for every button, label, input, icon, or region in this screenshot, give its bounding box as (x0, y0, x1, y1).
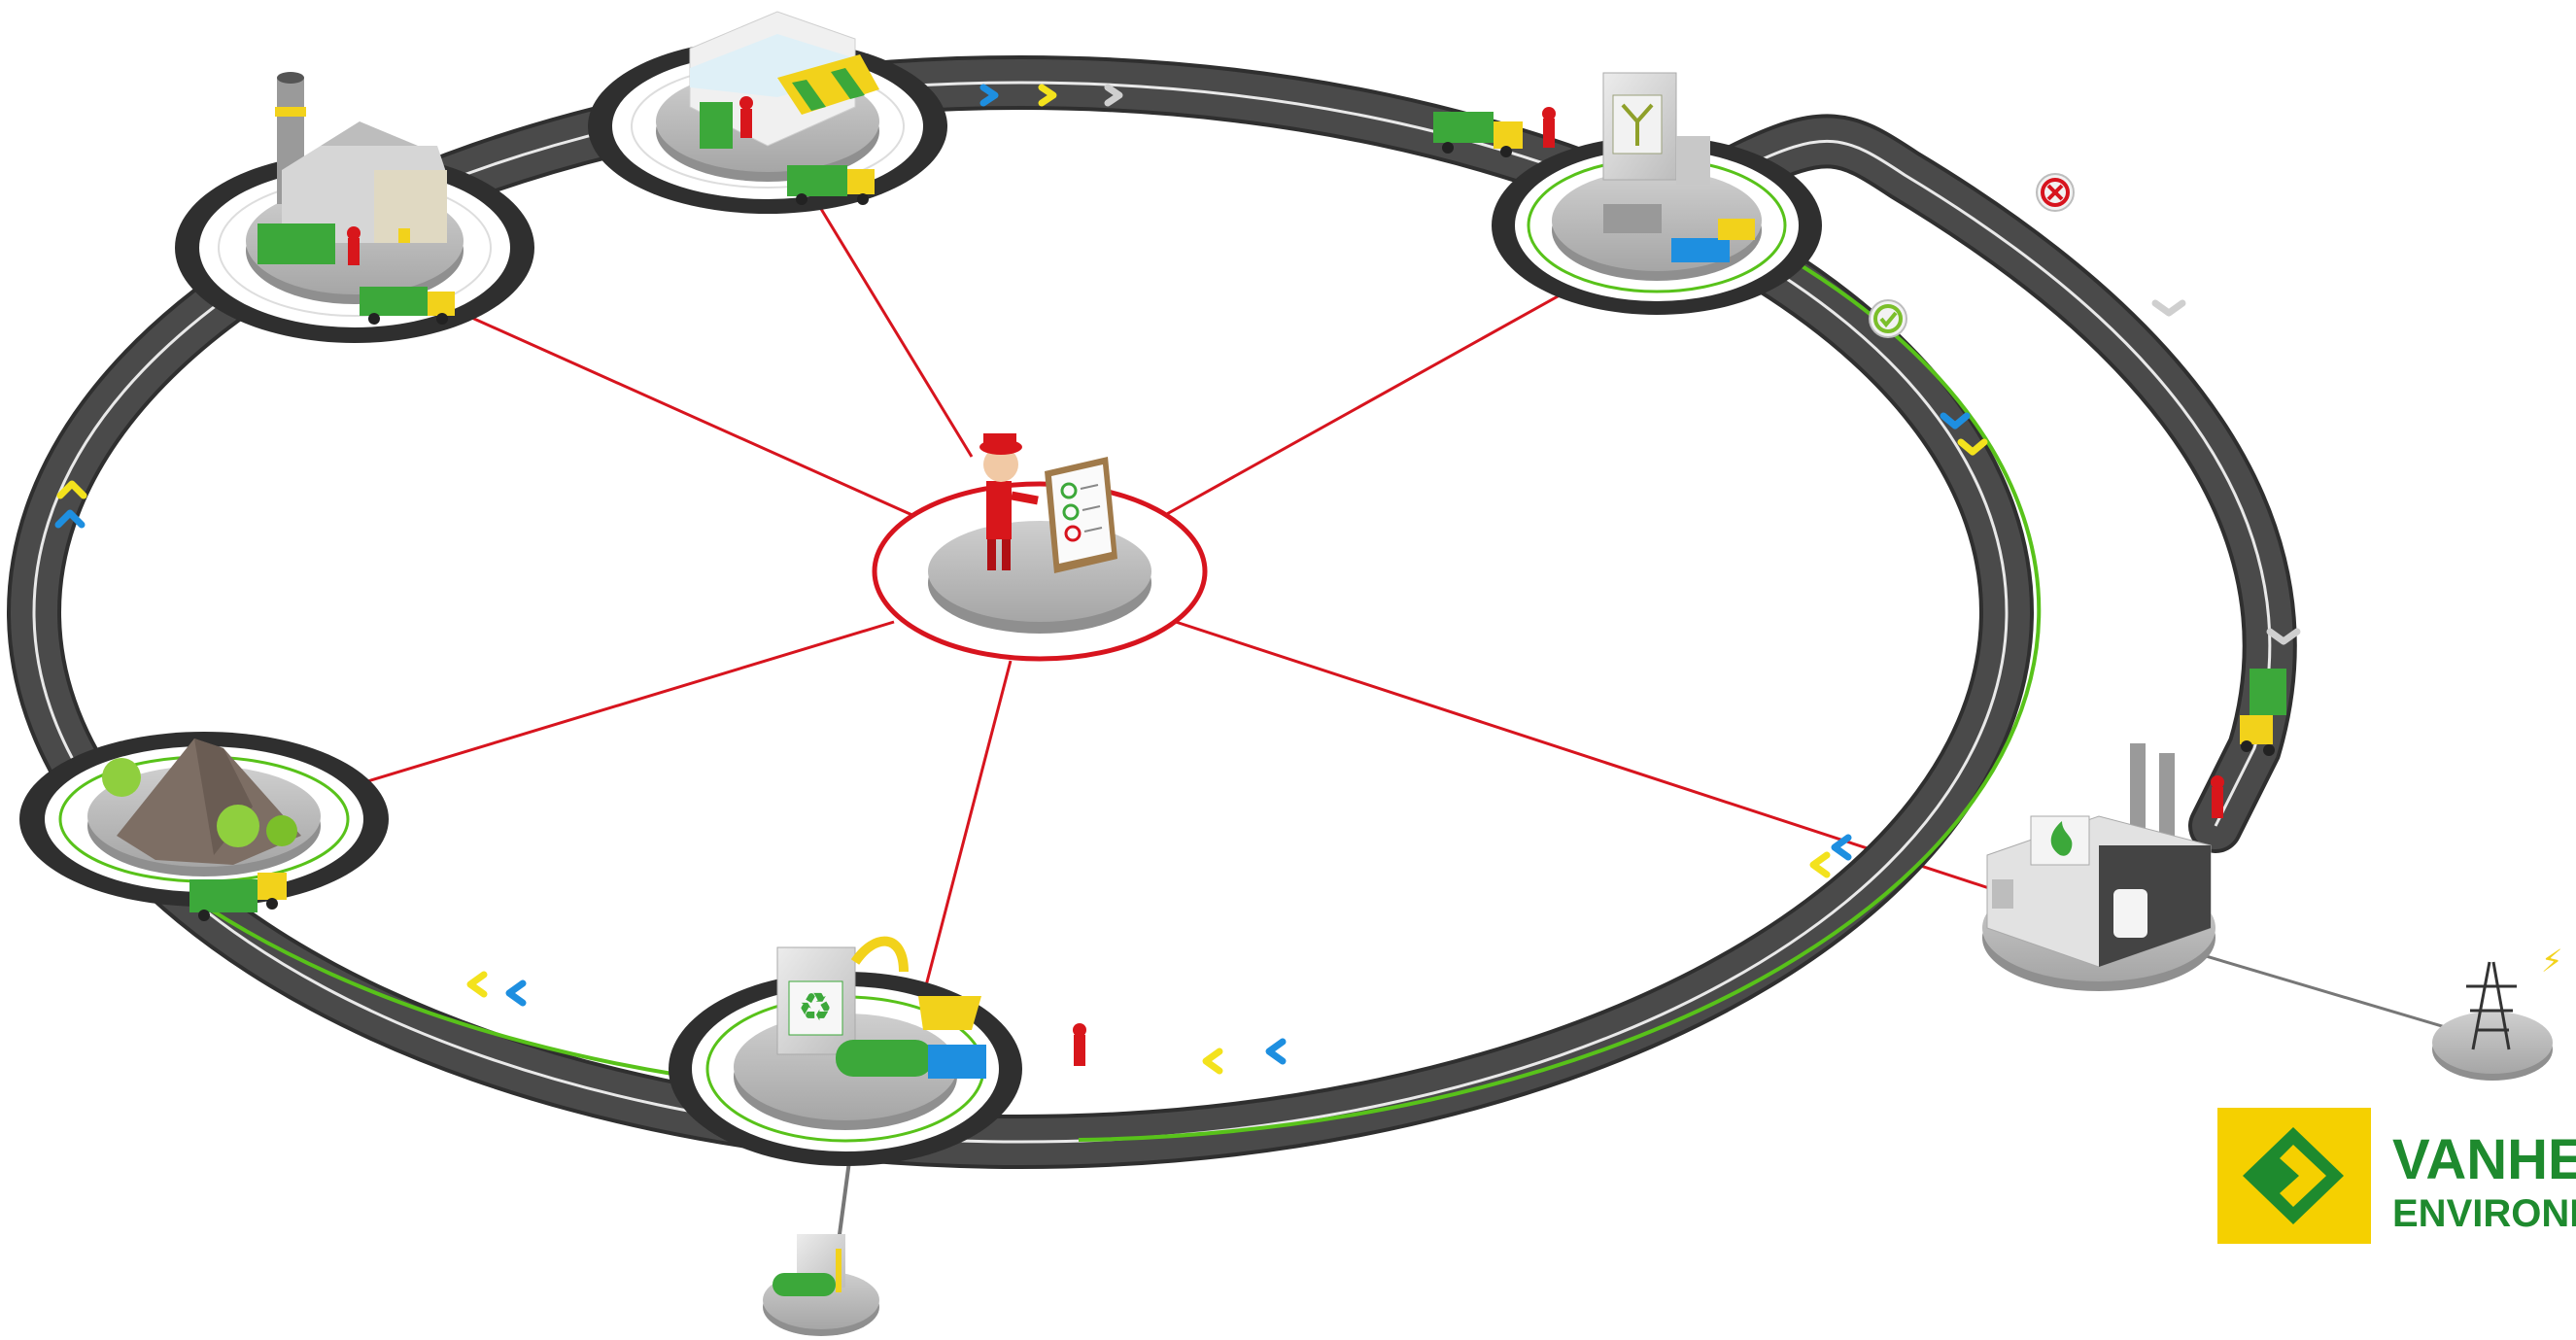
arrow-marker (470, 975, 484, 994)
checkmark-sign-icon (1870, 300, 1906, 337)
arrow-marker (1269, 1042, 1283, 1061)
chevron-diamond-logo-icon (2217, 1108, 2371, 1244)
inspector-icon (2211, 775, 2224, 818)
checklist-clipboard-icon (1045, 457, 1117, 573)
connector-sorting (1156, 282, 1584, 520)
connector-landfill (364, 622, 894, 782)
station-sorting (1492, 73, 1822, 315)
connector-recycling (918, 661, 1011, 1015)
inspector-icon (739, 96, 753, 138)
arrow-marker (1206, 1051, 1219, 1071)
stop-sign-icon (2037, 174, 2074, 211)
brand-logo: VANHE ENVIRONM (2217, 1108, 2576, 1244)
biogas-tank-icon (773, 1234, 845, 1296)
arrow-marker (509, 983, 523, 1003)
inspector-icon (347, 226, 361, 265)
inspector-icon (1073, 1023, 1086, 1066)
factory-chimney-icon (275, 72, 447, 243)
connector-shop (821, 209, 972, 457)
hub-inspector-station (875, 433, 1205, 659)
brand-name-line1: VANHE (2392, 1128, 2576, 1191)
station-industry (175, 72, 534, 343)
connector-industry (457, 311, 923, 520)
waste-to-energy-plant-icon (1987, 743, 2211, 967)
lightning-icon: ⚡ (2541, 943, 2562, 979)
arrow-marker (1835, 838, 1848, 857)
container-icon (258, 223, 335, 264)
station-energy (1982, 743, 2215, 991)
station-power: ⚡ (2432, 943, 2562, 1081)
station-landfill (19, 732, 389, 921)
bin-icon (700, 102, 733, 149)
station-shop (588, 12, 947, 214)
cable-power (2177, 947, 2488, 1040)
brand-name-line2: ENVIRONM (2392, 1192, 2576, 1235)
station-recycling: ♻ (669, 942, 1022, 1166)
arrow-marker (1813, 855, 1827, 875)
arrow-marker (2155, 303, 2182, 313)
inspector-icon (1542, 107, 1556, 148)
station-biogas (763, 1234, 879, 1336)
recycle-symbol-icon: ♻ (798, 985, 833, 1030)
